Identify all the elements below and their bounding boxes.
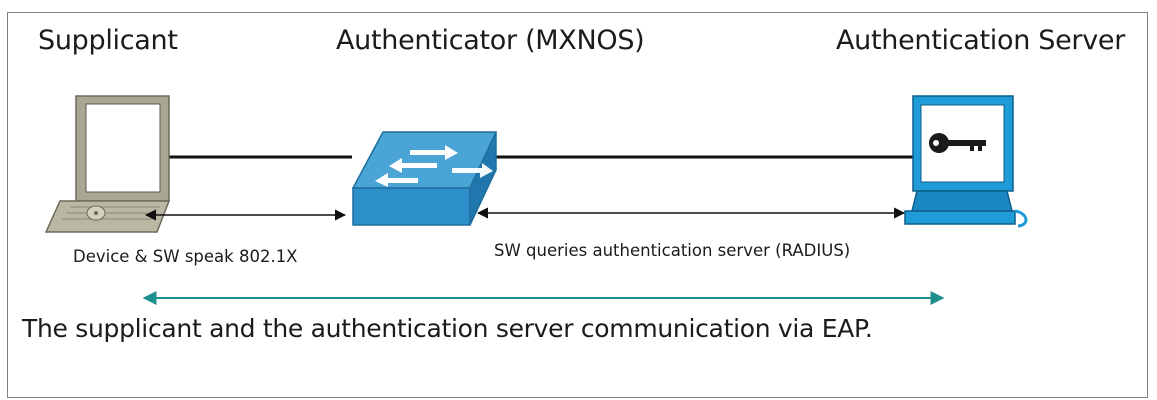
device-switch-annotation: Device & SW speak 802.1X <box>73 247 298 266</box>
switch-server-annotation: SW queries authentication server (RADIUS… <box>494 241 851 260</box>
authenticator-heading: Authenticator (MXNOS) <box>336 25 645 56</box>
authentication-server-heading: Authentication Server <box>836 25 1126 56</box>
authentication-server-icon <box>904 95 1028 228</box>
supplicant-heading: Supplicant <box>38 25 178 56</box>
eap-annotation: The supplicant and the authentication se… <box>22 314 873 343</box>
network-switch-icon <box>351 131 498 226</box>
laptop-icon <box>44 95 171 233</box>
